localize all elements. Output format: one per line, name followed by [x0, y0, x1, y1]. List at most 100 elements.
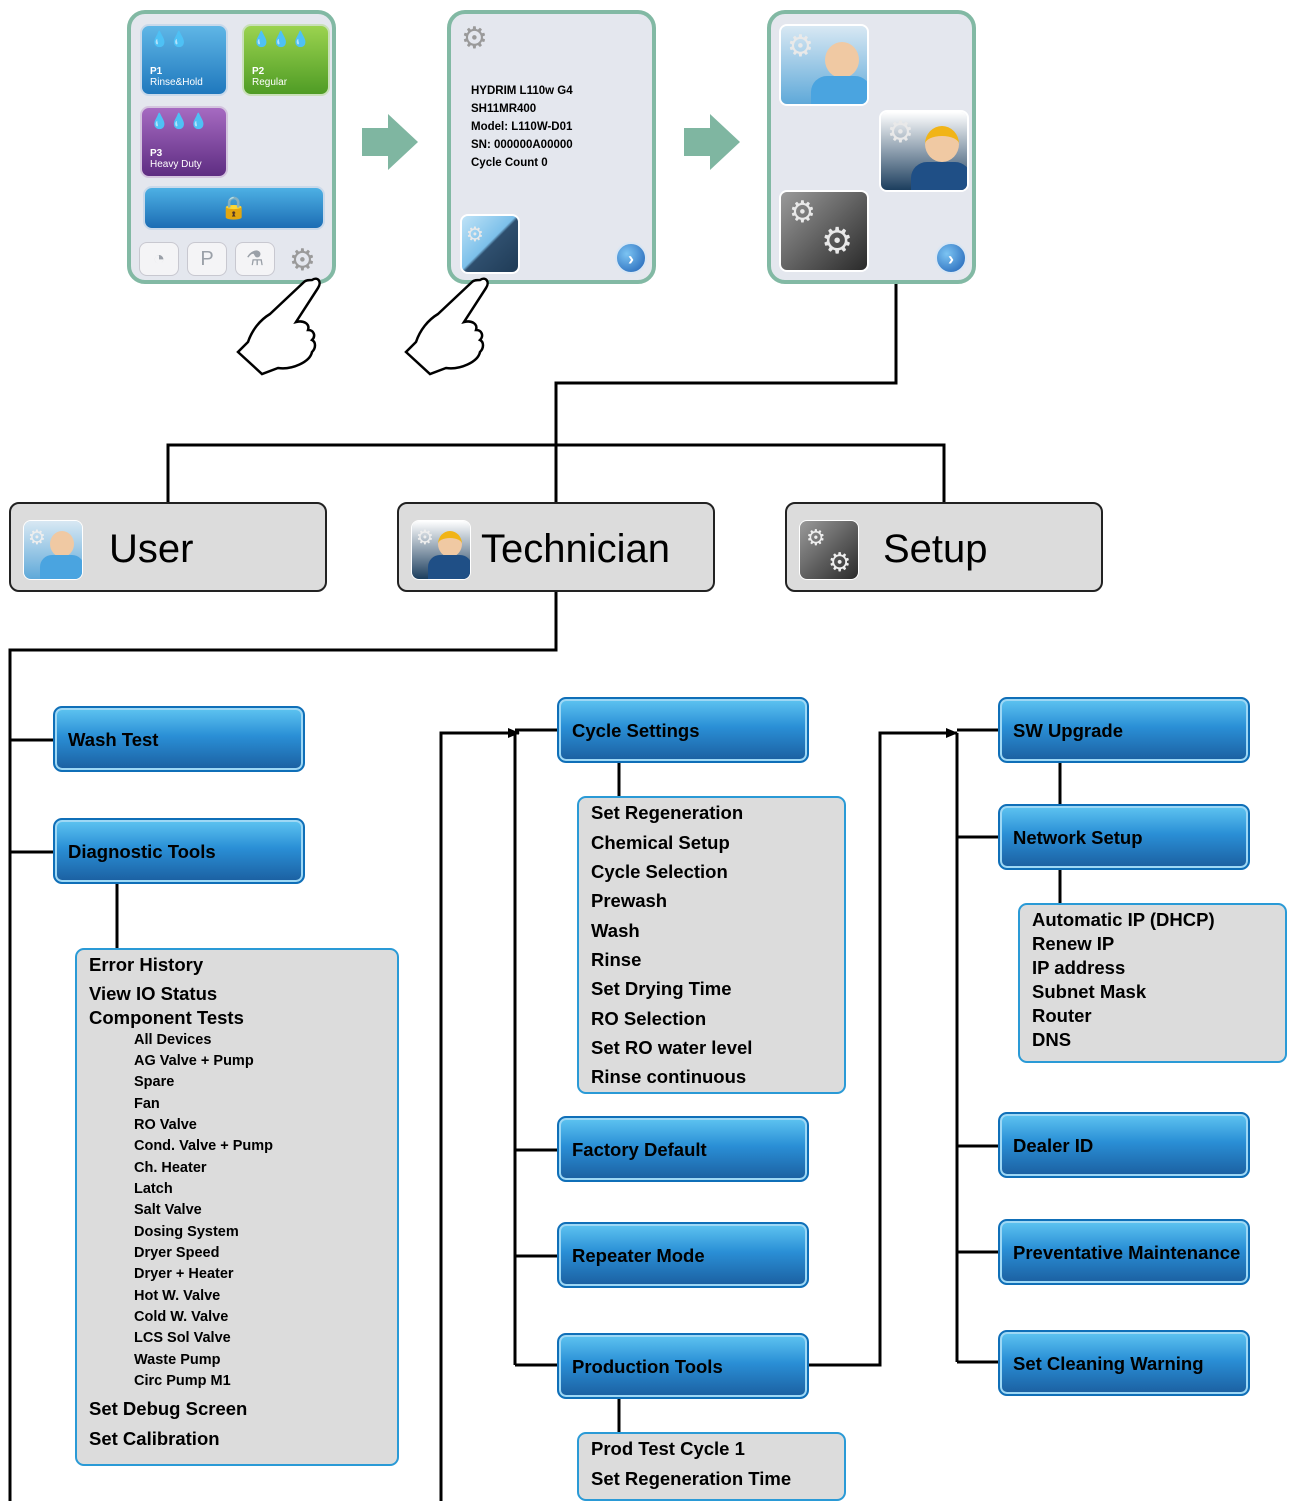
diagnostic-tools-button[interactable]: Diagnostic Tools [53, 818, 305, 884]
component-test-item[interactable]: AG Valve + Pump [134, 1053, 254, 1069]
menu-item[interactable]: Set Debug Screen [89, 1398, 248, 1419]
menu-item[interactable]: Prod Test Cycle 1 [591, 1438, 745, 1459]
component-test-item[interactable]: Fan [134, 1096, 160, 1112]
dealer-id-button[interactable]: Dealer ID [998, 1112, 1250, 1178]
info-line: SH11MR400 [471, 103, 537, 115]
menu-item[interactable]: Chemical Setup [591, 832, 730, 853]
menu-item[interactable]: Automatic IP (DHCP) [1032, 909, 1215, 930]
role-label: User [109, 527, 194, 571]
component-test-item[interactable]: Latch [134, 1181, 173, 1197]
bottles-icon[interactable]: ⚗ [235, 242, 275, 276]
component-test-item[interactable]: Dosing System [134, 1224, 239, 1240]
component-test-item[interactable]: Spare [134, 1074, 175, 1090]
button-label: Production Tools [572, 1356, 723, 1377]
user-icon[interactable]: ⚙ [779, 24, 869, 106]
technician-icon[interactable]: ⚙ [879, 110, 969, 192]
clock-icon[interactable]: ◔ [139, 242, 179, 276]
network-setup-button[interactable]: Network Setup [998, 804, 1250, 870]
menu-item[interactable]: Prewash [591, 890, 668, 911]
component-test-item[interactable]: All Devices [134, 1032, 212, 1048]
component-test-item[interactable]: Waste Pump [134, 1352, 221, 1368]
mini-text: P [200, 248, 214, 270]
button-label: Factory Default [572, 1139, 707, 1160]
info-line: Model: L110W-D01 [471, 121, 573, 133]
button-label: Preventative Maintenance [1013, 1242, 1241, 1263]
factory-default-button[interactable]: Factory Default [557, 1116, 809, 1182]
technician-icon: ⚙ [411, 520, 471, 580]
menu-item[interactable]: Component Tests [89, 1007, 244, 1028]
menu-item[interactable]: Renew IP [1032, 933, 1115, 954]
component-test-item[interactable]: LCS Sol Valve [134, 1330, 231, 1346]
component-test-item[interactable]: Dryer + Heater [134, 1266, 234, 1282]
menu-item[interactable]: Set Calibration [89, 1428, 220, 1449]
wash-test-button[interactable]: Wash Test [53, 706, 305, 772]
button-label: Set Cleaning Warning [1013, 1353, 1204, 1374]
setup-icon: ⚙ ⚙ [799, 520, 859, 580]
water-drops-icon: 💧💧💧 [150, 113, 210, 130]
menu-item[interactable]: IP address [1032, 957, 1126, 978]
next-arrow-button[interactable]: › [935, 242, 967, 274]
setup-icon[interactable]: ⚙ ⚙ [779, 190, 869, 272]
tile-label: Heavy Duty [150, 159, 202, 170]
component-test-item[interactable]: Circ Pump M1 [134, 1373, 231, 1389]
gear-icon[interactable]: ⚙ [289, 244, 316, 277]
role-label: Technician [481, 527, 671, 571]
menu-item[interactable]: RO Selection [591, 1008, 707, 1029]
component-test-item[interactable]: RO Valve [134, 1117, 197, 1133]
menu-item[interactable]: Set Regeneration [591, 802, 744, 823]
menu-item[interactable]: Set RO water level [591, 1037, 753, 1058]
component-test-item[interactable]: Dryer Speed [134, 1245, 220, 1261]
repeater-mode-button[interactable]: Repeater Mode [557, 1222, 809, 1288]
menu-item[interactable]: Wash [591, 920, 640, 941]
set-cleaning-warning-button[interactable]: Set Cleaning Warning [998, 1330, 1250, 1396]
button-label: Diagnostic Tools [68, 841, 216, 862]
next-arrow-button[interactable]: › [615, 242, 647, 274]
menu-item[interactable]: Router [1032, 1005, 1092, 1026]
menu-item[interactable]: DNS [1032, 1029, 1072, 1050]
technician-role-box[interactable]: ⚙ Technician [397, 502, 715, 592]
menu-item[interactable]: Cycle Selection [591, 861, 728, 882]
pointing-hand-icon [236, 277, 321, 376]
tile-prefix: P1 [150, 66, 163, 77]
pointing-hand-icon [404, 277, 489, 376]
flow-arrow-icon [710, 114, 740, 170]
preventative-maintenance-button[interactable]: Preventative Maintenance [998, 1219, 1250, 1285]
menu-item[interactable]: View IO Status [89, 983, 218, 1004]
menu-item[interactable]: Set Drying Time [591, 978, 732, 999]
menu-item[interactable]: Set Regeneration Time [591, 1468, 792, 1489]
component-test-item[interactable]: Cold W. Valve [134, 1309, 229, 1325]
component-test-item[interactable]: Salt Valve [134, 1202, 202, 1218]
lock-button[interactable]: 🔒 [143, 186, 325, 230]
service-icon[interactable]: P [187, 242, 227, 276]
menu-item[interactable]: Subnet Mask [1032, 981, 1147, 1002]
menu-item[interactable]: Rinse continuous [591, 1066, 747, 1087]
production-tools-button[interactable]: Production Tools [557, 1333, 809, 1399]
tile-prefix: P2 [252, 66, 265, 77]
role-label: Setup [883, 527, 988, 571]
padlock-icon: 🔒 [220, 195, 248, 220]
menu-item[interactable]: Rinse [591, 949, 642, 970]
component-test-item[interactable]: Hot W. Valve [134, 1288, 221, 1304]
component-test-item[interactable]: Ch. Heater [134, 1160, 207, 1176]
water-drops-icon: 💧💧 [150, 31, 190, 48]
component-test-item[interactable]: Cond. Valve + Pump [134, 1138, 273, 1154]
button-label: Repeater Mode [572, 1245, 705, 1266]
info-line: SN: 000000A00000 [471, 139, 573, 151]
setup-role-box[interactable]: ⚙ ⚙ Setup [785, 502, 1103, 592]
info-gear-icon: ⚙ [461, 22, 488, 55]
flow-arrow-stem [684, 128, 712, 156]
cycle-settings-button[interactable]: Cycle Settings [557, 697, 809, 763]
sw-upgrade-button[interactable]: SW Upgrade [998, 697, 1250, 763]
button-label: Network Setup [1013, 827, 1143, 848]
menu-item[interactable]: Error History [89, 954, 204, 975]
service-menu-icon[interactable]: ⚙ [460, 214, 520, 274]
flow-arrow-icon [388, 114, 418, 170]
user-role-box[interactable]: ⚙ User [9, 502, 327, 592]
role-select-screen: ⚙ ⚙ ⚙ ⚙ › [767, 10, 976, 284]
tile-label: Regular [252, 77, 288, 88]
